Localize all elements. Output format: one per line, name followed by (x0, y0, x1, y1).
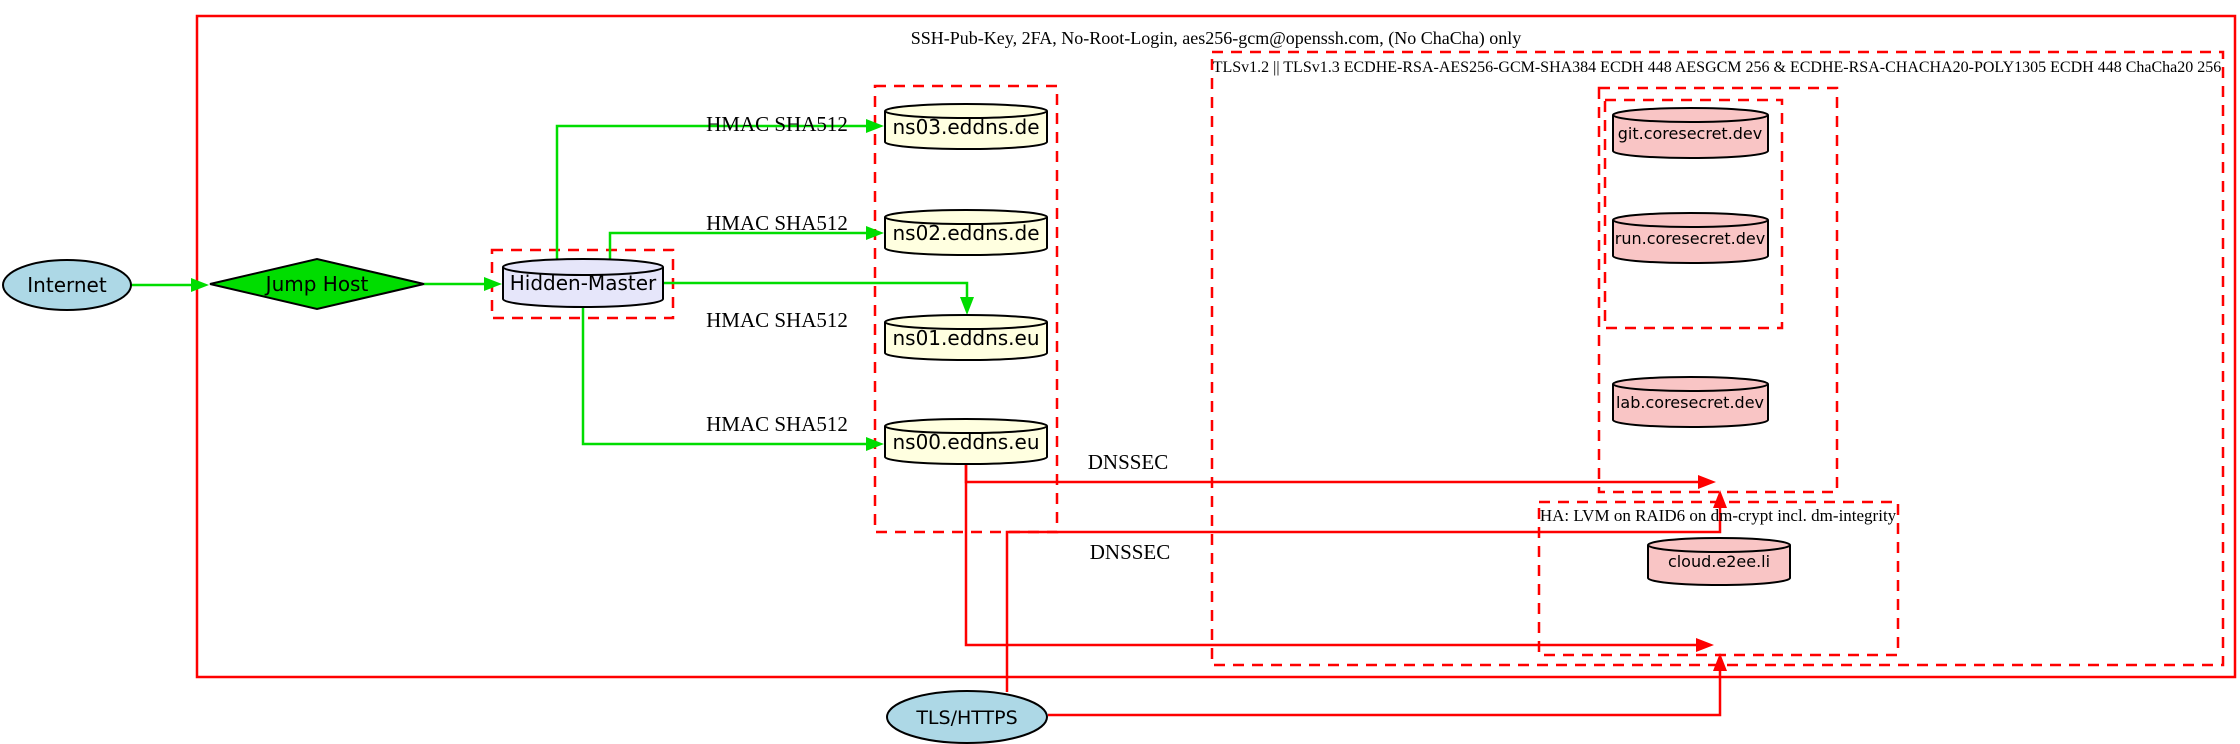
edge-label-hmac-ns00: HMAC SHA512 (706, 412, 848, 436)
ns02-cylinder (884, 209, 1048, 256)
cloud-cylinder (1647, 537, 1791, 586)
node-internet: Internet (2, 259, 132, 311)
node-tls-https: TLS/HTTPS (886, 690, 1048, 744)
node-run: run.coresecret.dev (1612, 212, 1769, 264)
node-ns02: ns02.eddns.de (884, 209, 1048, 256)
ns02-cylinder-rim (884, 216, 1048, 225)
arrowhead-ns00 (866, 437, 884, 451)
edge-hm-ns03 (555, 124, 866, 259)
edge-tls-to-coresecret (1005, 508, 1722, 692)
ns03-cylinder-rim (884, 110, 1048, 119)
cluster-nameservers-box (873, 84, 1059, 534)
ns00-cylinder-rim (884, 425, 1048, 434)
ns03-cylinder (884, 103, 1048, 150)
edge-label-dnssec-1: DNSSEC (1088, 450, 1169, 474)
tls-https-label: TLS/HTTPS (915, 707, 1017, 729)
ns01-cylinder (884, 314, 1048, 361)
ns01-label: ns01.eddns.eu (892, 326, 1039, 350)
node-git: git.coresecret.dev (1612, 107, 1769, 159)
jump-host-label: Jump Host (264, 272, 369, 296)
node-lab: lab.coresecret.dev (1612, 376, 1769, 428)
node-jump-host: Jump Host (209, 257, 425, 311)
arrowhead-hiddenmaster (484, 277, 502, 291)
cluster-ssh-box (195, 14, 2237, 679)
node-ns03: ns03.eddns.de (884, 103, 1048, 150)
arrowhead-ns03 (866, 119, 884, 133)
node-hidden-master: Hidden-Master (502, 258, 664, 308)
edge-dnssec-to-coresecret (964, 464, 1698, 484)
cluster-tls-label: TLSv1.2 || TLSv1.3 ECDHE-RSA-AES256-GCM-… (1213, 59, 2222, 76)
hidden-master-cylinder (502, 258, 664, 308)
edge-hm-ns00 (581, 307, 866, 446)
hidden-master-cylinder-rim (502, 266, 664, 276)
node-ns00: ns00.eddns.eu (884, 418, 1048, 465)
ns00-cylinder (884, 418, 1048, 465)
internet-label: Internet (27, 273, 107, 297)
ns00-label: ns00.eddns.eu (892, 430, 1039, 454)
arrowhead-jumphost (191, 278, 209, 292)
edge-label-hmac-ns03: HMAC SHA512 (706, 112, 848, 136)
node-cloud: cloud.e2ee.li (1647, 537, 1791, 586)
git-cylinder-rim (1612, 114, 1769, 123)
edge-to-ha-cluster (964, 464, 1696, 647)
edge-hm-ns02 (608, 231, 866, 259)
edge-tls-to-ha (1048, 671, 1722, 717)
arrowhead-tls-coresecret (1713, 490, 1727, 508)
edge-hm-ns01 (663, 281, 969, 297)
cloud-cylinder-rim (1647, 544, 1791, 553)
cluster-coresecret-inner-box (1603, 98, 1784, 330)
run-cylinder-rim (1612, 219, 1769, 228)
cluster-ha-label: HA: LVM on RAID6 on dm-crypt incl. dm-in… (1540, 506, 1897, 525)
arrowhead-ns01 (960, 297, 974, 315)
arrowhead-tls-ha (1713, 653, 1727, 671)
arrowhead-ns02 (866, 226, 884, 240)
internet-ellipse (2, 259, 132, 311)
arrowhead-ha (1696, 638, 1714, 652)
cluster-coresecret-outer-box (1597, 86, 1839, 494)
lab-cylinder-rim (1612, 383, 1769, 392)
arrowhead-dnssec-coresecret (1698, 475, 1716, 489)
git-label: git.coresecret.dev (1618, 124, 1763, 143)
lab-label: lab.coresecret.dev (1616, 393, 1764, 412)
run-label: run.coresecret.dev (1615, 229, 1765, 248)
jump-host-diamond (209, 257, 425, 311)
edge-label-dnssec-2: DNSSEC (1090, 540, 1171, 564)
hidden-master-label: Hidden-Master (510, 271, 657, 295)
cluster-ssh-label: SSH-Pub-Key, 2FA, No-Root-Login, aes256-… (911, 28, 1522, 49)
ns02-label: ns02.eddns.de (892, 221, 1039, 245)
ns01-cylinder-rim (884, 321, 1048, 330)
cloud-label: cloud.e2ee.li (1668, 552, 1770, 571)
edge-label-hmac-ns02: HMAC SHA512 (706, 211, 848, 235)
ns03-label: ns03.eddns.de (892, 115, 1039, 139)
edge-label-hmac-ns01: HMAC SHA512 (706, 308, 848, 332)
node-ns01: ns01.eddns.eu (884, 314, 1048, 361)
tls-https-ellipse (886, 690, 1048, 744)
